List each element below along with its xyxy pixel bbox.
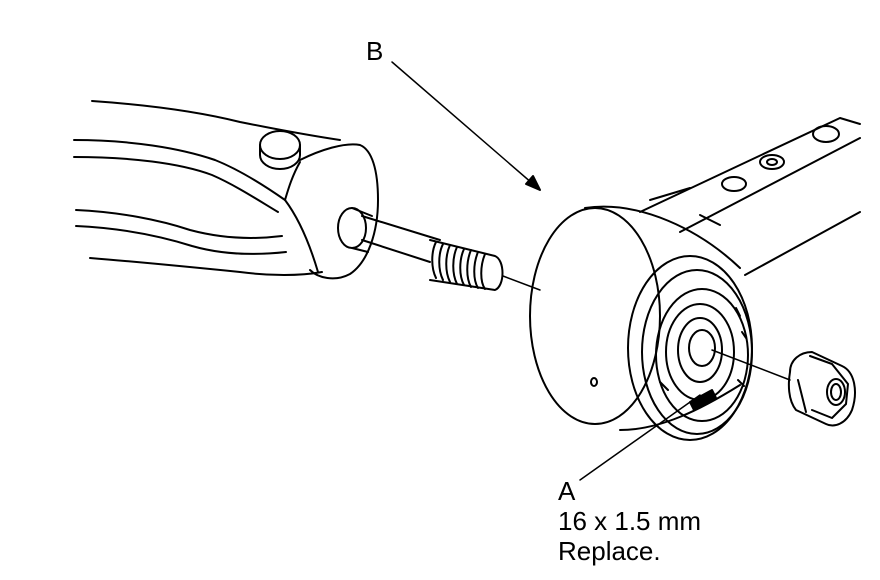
control-arm (73, 100, 379, 280)
flange-nut (787, 351, 856, 427)
bushing-housing (529, 205, 753, 441)
replace-note: Replace. (558, 536, 661, 566)
callout-label-b: B (366, 36, 384, 66)
bracket-arm (639, 117, 861, 276)
leader-a (579, 394, 701, 481)
bushing-insert (655, 288, 749, 422)
threaded-stud (361, 215, 541, 291)
callout-label-a: A (558, 476, 576, 506)
nut-size-spec: 16 x 1.5 mm (558, 506, 702, 536)
leader-b (391, 61, 541, 191)
